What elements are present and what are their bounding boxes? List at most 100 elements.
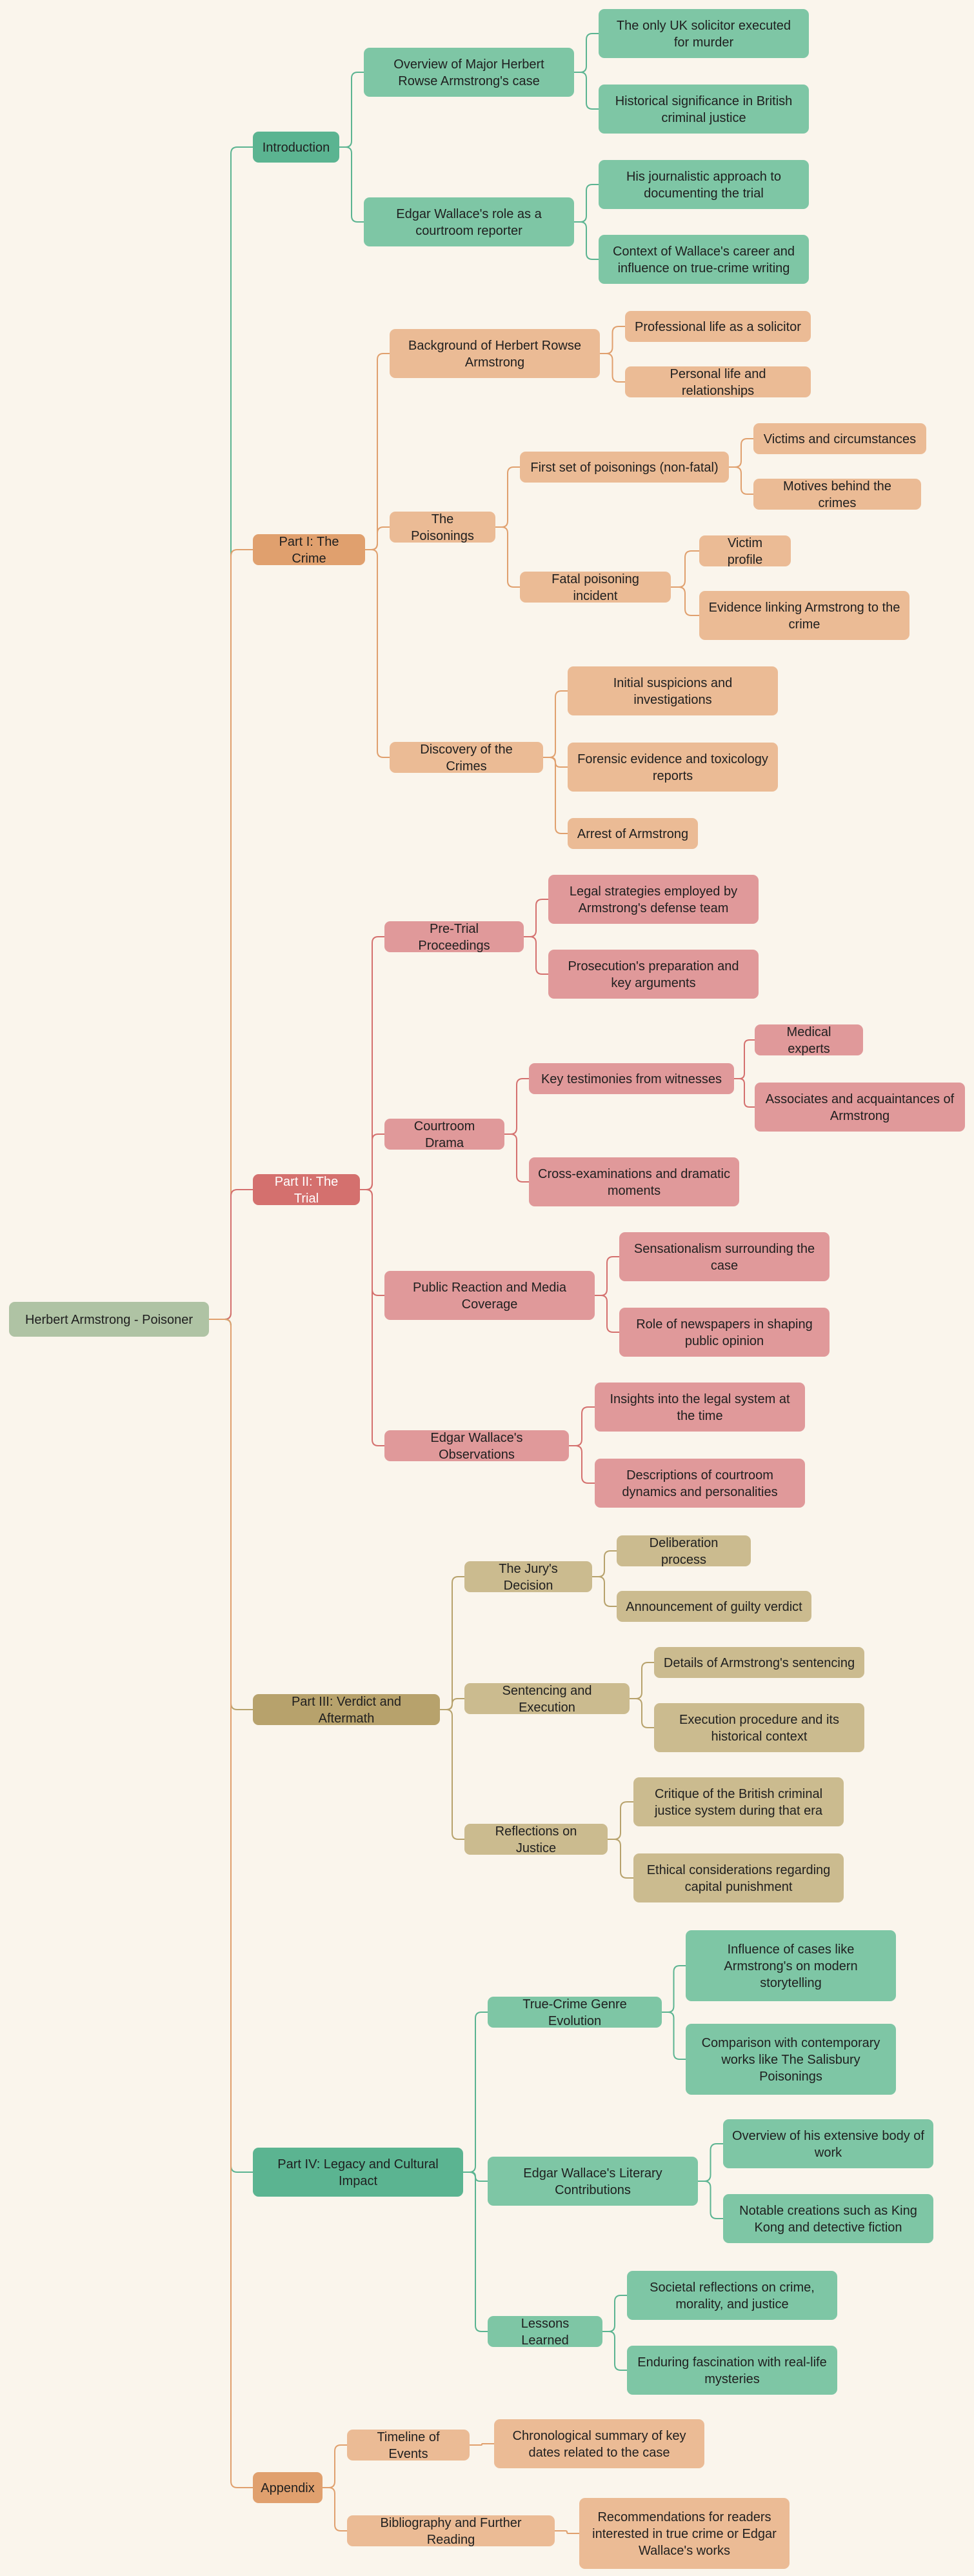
topic-bibliography-and-further-reading-box [347,2515,555,2546]
connector-line [671,550,699,588]
branch-part-ii-the-trial-box [253,1174,360,1205]
connector-line [608,1801,633,1840]
topic-medical-experts-box [755,1024,863,1055]
topic-associates-and-acquaintances-of-armstron-box [755,1083,965,1132]
topic-announcement-of-guilty-verdict-label: Announcement of guilty verdict [626,1600,802,1614]
topic-societal-reflections-on-crime-morality-a: Societal reflections on crime,morality, … [627,2271,837,2320]
topic-execution-procedure-and-its-historical-c-box [654,1703,864,1752]
topic-key-testimonies-from-witnesses-label: Key testimonies from witnesses [541,1072,722,1086]
connector-line [592,1576,617,1607]
topic-his-journalistic-approach-to-documenting-box [599,160,809,209]
topic-societal-reflections-on-crime-morality-a-box [627,2271,837,2320]
connector-line [360,1189,384,1446]
topic-context-of-wallace-s-career-and-influenc-box [599,235,809,284]
root-node-box [9,1302,209,1337]
connector-line [574,72,599,110]
connector-line [543,757,568,834]
topic-first-set-of-poisonings-non-fatal-box [520,452,729,483]
connector-line [209,1319,253,2488]
topic-overview-of-major-herbert-rowse-armstron-box [364,48,574,97]
connector-line [495,526,520,588]
topic-arrest-of-armstrong-box [568,818,698,849]
topic-courtroom-drama-box [384,1119,504,1150]
topic-arrest-of-armstrong: Arrest of Armstrong [568,818,698,849]
topic-victims-and-circumstances: Victims and circumstances [753,423,926,454]
connector-line [574,221,599,260]
connector-line [592,1550,617,1577]
connector-line [365,353,390,550]
topic-prosecution-s-preparation-and-key-argume-box [548,950,759,999]
connector-line [630,1698,654,1728]
connector-line [569,1445,595,1484]
connector-line [671,586,699,616]
topic-recommendations-for-readers-interested-i-box [579,2498,790,2569]
topic-cross-examinations-and-dramatic-moments-box [529,1157,739,1206]
topic-arrest-of-armstrong-label: Arrest of Armstrong [577,827,688,841]
topic-announcement-of-guilty-verdict-box [617,1591,811,1622]
branch-part-iii-verdict-and-aftermath-box [253,1694,440,1725]
topic-role-of-newspapers-in-shaping-public-opi-box [619,1308,830,1357]
connector-lines [209,33,755,2534]
connector-line [569,1406,595,1446]
branch-part-i-the-crime-box [253,534,365,565]
topic-victims-and-circumstances-label: Victims and circumstances [764,432,916,446]
connector-line [504,1078,529,1135]
connector-line [662,1965,686,2013]
branch-appendix-box [253,2472,323,2503]
topic-key-testimonies-from-witnesses-box [529,1063,734,1094]
connector-line [608,1839,633,1879]
topic-influence-of-cases-like-armstrong-s-on-m-box [686,1930,896,2001]
topic-deliberation-process-box [617,1535,751,1566]
connector-line [365,549,390,758]
topic-initial-suspicions-and-investigations-box [568,666,778,715]
